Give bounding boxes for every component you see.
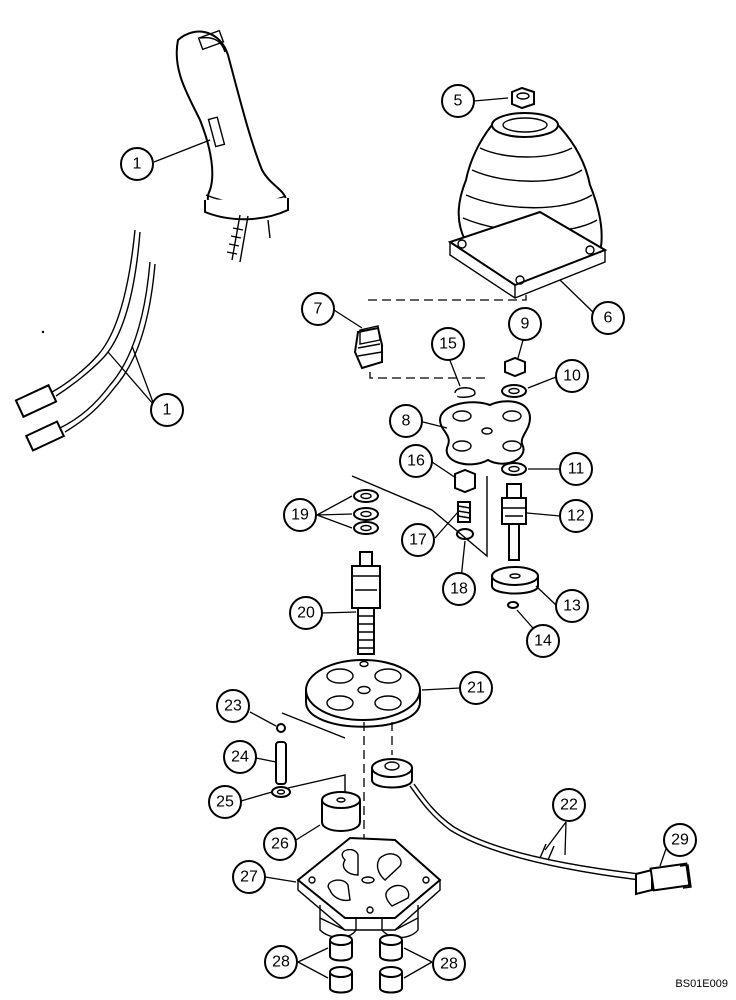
callout-10: 10 bbox=[555, 359, 589, 393]
washer-part-10 bbox=[501, 384, 527, 398]
svg-text:10: 10 bbox=[563, 368, 581, 385]
callout-24: 24 bbox=[223, 740, 257, 774]
sensor-part-22 bbox=[371, 758, 641, 881]
svg-text:6: 6 bbox=[604, 310, 613, 327]
svg-text:20: 20 bbox=[297, 605, 315, 622]
bushing-part-26 bbox=[321, 791, 361, 832]
callout-12: 12 bbox=[559, 499, 593, 533]
ring-part-14 bbox=[507, 601, 519, 609]
svg-text:8: 8 bbox=[402, 413, 411, 430]
callout-27: 27 bbox=[232, 860, 266, 894]
callout-8: 8 bbox=[389, 404, 423, 438]
callout-14: 14 bbox=[526, 624, 560, 658]
svg-text:23: 23 bbox=[224, 698, 242, 715]
callout-13: 13 bbox=[555, 589, 589, 623]
callout-28-left: 28 bbox=[264, 945, 298, 979]
plate-part-8 bbox=[438, 400, 532, 466]
snap-ring-part-15 bbox=[454, 387, 476, 398]
svg-text:9: 9 bbox=[521, 316, 530, 333]
callout-26: 26 bbox=[263, 827, 297, 861]
svg-text:7: 7 bbox=[314, 301, 323, 318]
svg-text:22: 22 bbox=[560, 797, 578, 814]
washer-stack-part-19 bbox=[353, 489, 379, 535]
figure-code: BS01E009 bbox=[675, 978, 728, 990]
svg-text:5: 5 bbox=[454, 93, 463, 110]
callout-1-handle: 1 bbox=[120, 147, 154, 181]
washer-part-25 bbox=[271, 786, 291, 798]
svg-text:14: 14 bbox=[534, 633, 552, 650]
washer-part-11 bbox=[501, 462, 527, 476]
svg-text:11: 11 bbox=[568, 461, 585, 478]
callout-25: 25 bbox=[208, 785, 242, 819]
pin-part-24 bbox=[275, 741, 287, 785]
nut-part-16 bbox=[454, 468, 476, 494]
svg-text:24: 24 bbox=[231, 749, 249, 766]
svg-text:12: 12 bbox=[567, 508, 585, 525]
callout-18: 18 bbox=[442, 572, 476, 606]
svg-text:19: 19 bbox=[291, 507, 309, 524]
callout-17: 17 bbox=[401, 523, 435, 557]
connector-part-29 bbox=[635, 862, 692, 896]
svg-text:26: 26 bbox=[271, 836, 289, 853]
svg-text:18: 18 bbox=[450, 581, 468, 598]
shaft-part-20 bbox=[351, 551, 381, 655]
svg-text:1: 1 bbox=[163, 402, 172, 419]
svg-text:21: 21 bbox=[467, 680, 485, 697]
callout-7: 7 bbox=[301, 292, 335, 326]
svg-text:27: 27 bbox=[240, 869, 258, 886]
svg-text:16: 16 bbox=[407, 453, 425, 470]
svg-text:28: 28 bbox=[440, 956, 458, 973]
callout-5: 5 bbox=[441, 84, 475, 118]
spring-part-17 bbox=[457, 501, 471, 523]
ball-part-23 bbox=[276, 723, 286, 733]
callout-19: 19 bbox=[283, 498, 317, 532]
bushings-part-28 bbox=[329, 934, 403, 994]
disc-plate-part-21 bbox=[305, 659, 421, 728]
base-plate-part-27 bbox=[296, 836, 442, 939]
callout-11: 11 bbox=[559, 452, 593, 486]
plunger-part-12 bbox=[501, 483, 527, 561]
callout-21: 21 bbox=[459, 671, 493, 705]
svg-text:13: 13 bbox=[563, 598, 581, 615]
callout-22: 22 bbox=[552, 788, 586, 822]
callout-1-harness: 1 bbox=[150, 393, 184, 427]
svg-text:25: 25 bbox=[216, 794, 234, 811]
joystick-handle bbox=[175, 29, 289, 263]
svg-text:15: 15 bbox=[439, 336, 457, 353]
callout-28-right: 28 bbox=[432, 947, 466, 981]
callout-6: 6 bbox=[591, 301, 625, 335]
callout-23: 23 bbox=[216, 689, 250, 723]
seat-part-18 bbox=[456, 528, 474, 540]
callout-29: 29 bbox=[663, 823, 697, 857]
svg-text:1: 1 bbox=[133, 156, 142, 173]
svg-text:29: 29 bbox=[671, 832, 689, 849]
disc-part-13 bbox=[491, 566, 539, 595]
callout-15: 15 bbox=[431, 327, 465, 361]
rubber-boot bbox=[447, 112, 608, 299]
svg-text:17: 17 bbox=[409, 532, 427, 549]
nut-part-9 bbox=[504, 356, 526, 378]
callout-9: 9 bbox=[508, 307, 542, 341]
nut-part-5 bbox=[511, 86, 535, 110]
svg-text:28: 28 bbox=[272, 954, 290, 971]
wire-harness bbox=[14, 229, 156, 452]
callout-20: 20 bbox=[289, 596, 323, 630]
fitting-part-7 bbox=[353, 290, 527, 379]
callout-16: 16 bbox=[399, 444, 433, 478]
